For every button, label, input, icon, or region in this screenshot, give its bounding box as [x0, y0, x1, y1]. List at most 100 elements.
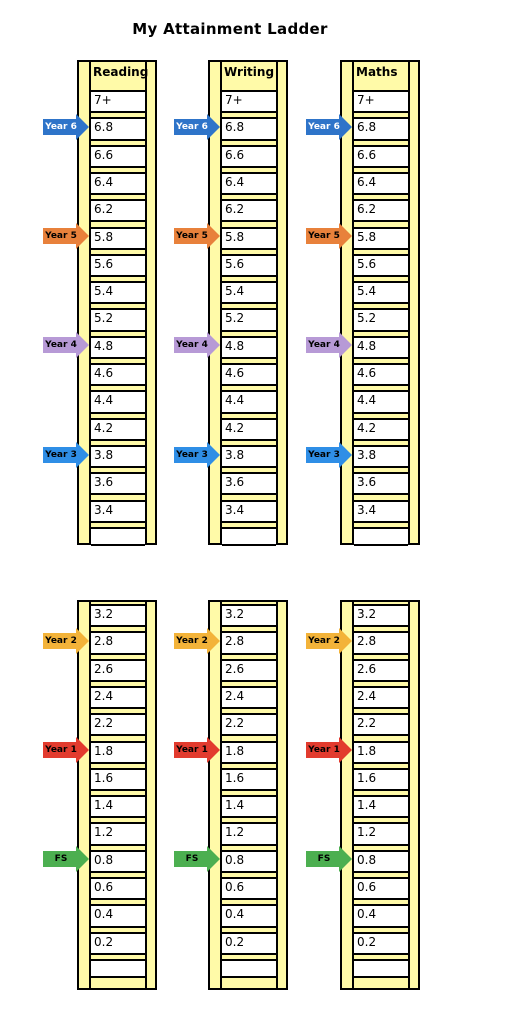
ladder-rung: 5.8: [354, 226, 408, 250]
marker-label: Year 5: [45, 231, 77, 242]
arrow-right-icon: [306, 223, 352, 250]
arrow-right-icon: [43, 441, 89, 468]
ladder-rung: 5.8: [222, 226, 276, 250]
ladder-rung: 2.4: [91, 685, 145, 710]
ladder-rung: 1.8: [91, 740, 145, 764]
ladder-rung: 3.2: [91, 604, 145, 628]
ladder-rung: 6.8: [91, 117, 145, 141]
ladder-rung-empty: [222, 526, 276, 547]
ladder-rung: 6.2: [354, 199, 408, 223]
ladder-rung: 5.2: [354, 308, 408, 332]
top-marker-1: Year 5: [43, 223, 89, 250]
ladder-rung: 0.4: [91, 904, 145, 928]
ladder-rung: 4.6: [222, 363, 276, 387]
bottom-marker-2: FS: [43, 846, 89, 873]
ladder-rung: 5.6: [91, 253, 145, 278]
bottom-marker-2: FS: [174, 846, 220, 873]
marker-label: Year 2: [45, 635, 77, 646]
ladder-rung: 3.4: [222, 499, 276, 523]
top-marker-1: Year 5: [174, 223, 220, 250]
marker-label: Year 3: [45, 449, 77, 460]
ladder-rung: 0.4: [354, 904, 408, 928]
ladder-rail: [89, 602, 91, 988]
ladder-rail: [276, 602, 278, 988]
ladder-rung: 5.2: [91, 308, 145, 332]
ladder-rung: 4.2: [354, 417, 408, 441]
ladder-rung: 2.6: [91, 658, 145, 682]
ladder-rung: 1.6: [222, 767, 276, 792]
arrow-right-icon: [174, 627, 220, 654]
marker-label: Year 6: [45, 121, 77, 132]
top-marker-3: Year 3: [43, 441, 89, 468]
ladder-rung: 2.2: [222, 713, 276, 737]
ladder-rung: 1.2: [91, 822, 145, 846]
marker-label: Year 5: [176, 231, 208, 242]
ladder-rung: 5.8: [91, 226, 145, 250]
marker-label: Year 1: [308, 745, 340, 756]
ladder-rail: [89, 62, 91, 543]
ladder-rung: 3.6: [222, 472, 276, 496]
ladder-rung: 2.4: [354, 685, 408, 710]
marker-label: Year 2: [308, 635, 340, 646]
bottom-marker-0: Year 2: [43, 627, 89, 654]
marker-label: FS: [54, 854, 68, 865]
marker-label: Year 1: [45, 745, 77, 756]
bottom-marker-0: Year 2: [174, 627, 220, 654]
ladder-rung: 3.8: [354, 444, 408, 469]
ladder-rung: 1.2: [354, 822, 408, 846]
ladder-rung-empty: [222, 958, 276, 979]
bottom-marker-1: Year 1: [174, 737, 220, 764]
ladder-rung: 3.6: [354, 472, 408, 496]
arrow-right-icon: [174, 332, 220, 359]
ladder-rung: 3.8: [222, 444, 276, 469]
bottom-marker-0: Year 2: [306, 627, 352, 654]
ladder-rail: [352, 62, 354, 543]
ladder-rung: 6.2: [222, 199, 276, 223]
marker-label: Year 6: [176, 121, 208, 132]
ladder-rung: 0.8: [354, 849, 408, 873]
arrow-right-icon: [43, 846, 89, 873]
subject-heading: Maths: [356, 65, 398, 79]
ladder-rail: [220, 62, 222, 543]
ladder-rail: [276, 62, 278, 543]
ladder-rung: 5.4: [91, 281, 145, 305]
marker-label: FS: [185, 854, 199, 865]
ladder-rung: 0.6: [222, 877, 276, 901]
ladder-rung-empty: [354, 526, 408, 547]
arrow-right-icon: [43, 737, 89, 764]
arrow-right-icon: [43, 113, 89, 140]
ladder-rung: 7+: [354, 90, 408, 114]
ladder-rung: 3.8: [91, 444, 145, 469]
ladder-rung: 1.6: [354, 767, 408, 792]
ladder-rung: 1.2: [222, 822, 276, 846]
arrow-right-icon: [174, 846, 220, 873]
ladder-rung: 5.4: [354, 281, 408, 305]
ladder-rung: 4.4: [222, 390, 276, 414]
subject-heading: Reading: [93, 65, 149, 79]
ladder-rung: 6.8: [354, 117, 408, 141]
top-marker-0: Year 6: [174, 113, 220, 140]
top-marker-2: Year 4: [174, 332, 220, 359]
ladder-rung: 6.4: [222, 171, 276, 196]
marker-label: Year 6: [308, 121, 340, 132]
marker-label: FS: [317, 854, 331, 865]
ladder-rung: 0.2: [91, 931, 145, 955]
ladder-rung: 2.4: [222, 685, 276, 710]
arrow-right-icon: [306, 441, 352, 468]
ladder-rung: 1.6: [91, 767, 145, 792]
ladder-rung: 1.8: [222, 740, 276, 764]
ladder-rung: 0.4: [222, 904, 276, 928]
ladder-rail: [145, 62, 147, 543]
ladder-rung-empty: [91, 526, 145, 547]
ladder-rung: 4.8: [222, 335, 276, 359]
arrow-right-icon: [306, 332, 352, 359]
ladder-rung: 0.6: [91, 877, 145, 901]
top-marker-0: Year 6: [43, 113, 89, 140]
ladder-rail: [408, 62, 410, 543]
bottom-marker-1: Year 1: [43, 737, 89, 764]
arrow-right-icon: [174, 441, 220, 468]
top-marker-2: Year 4: [306, 332, 352, 359]
